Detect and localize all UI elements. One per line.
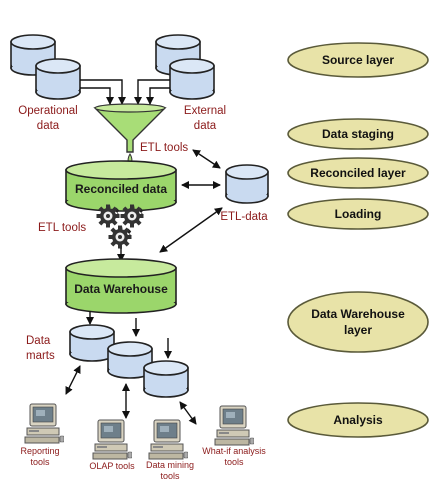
layer-label-source: Source layer <box>322 53 394 67</box>
reporting-tools-label-line2: tools <box>30 457 50 467</box>
layer-pill-source: Source layer <box>287 42 429 78</box>
source-arrows <box>80 79 170 105</box>
operational-data-label-line1: Operational <box>18 105 77 117</box>
olap-tools-label: OLAP tools <box>89 461 135 471</box>
layer-label-analysis: Analysis <box>333 413 383 427</box>
what-if-computer-icon <box>214 405 254 446</box>
layer-label-warehouse-line2: layer <box>344 323 372 337</box>
operational-db-2 <box>35 58 81 100</box>
layer-pill-staging: Data staging <box>287 118 429 150</box>
etl-tools-left-label: ETL tools <box>38 222 86 234</box>
etl-data-label: ETL-data <box>220 211 268 223</box>
data-warehouse-store <box>65 258 177 314</box>
layer-label-reconciled: Reconciled layer <box>310 166 406 180</box>
reporting-tools-label-line1: Reporting <box>20 446 59 456</box>
data-mart-1 <box>69 324 115 362</box>
data-warehouse-label: Data Warehouse <box>74 282 168 296</box>
what-if-tools-label-line2: tools <box>224 457 244 467</box>
layer-pill-analysis: Analysis <box>287 402 429 438</box>
etl-funnel <box>93 103 167 164</box>
layer-label-warehouse-line1: Data Warehouse <box>311 307 405 321</box>
data-mining-tools-label-line2: tools <box>160 471 180 481</box>
etl-data-arrows <box>159 149 223 253</box>
olap-computer-icon <box>92 419 132 460</box>
reconciled-data-label: Reconciled data <box>75 182 167 196</box>
data-mart-2 <box>107 341 153 379</box>
operational-data-label-line2: data <box>37 120 60 132</box>
layer-pill-reconciled: Reconciled layer <box>287 157 429 189</box>
marts-to-tools-arrows <box>65 365 197 425</box>
what-if-tools-label-line1: What-if analysis <box>202 446 266 456</box>
layer-label-staging: Data staging <box>322 127 394 141</box>
data-marts-label-line2: marts <box>26 350 55 362</box>
external-data-label-line2: data <box>194 120 217 132</box>
data-mart-3 <box>143 360 189 398</box>
layer-label-loading: Loading <box>335 207 382 221</box>
external-db-2 <box>169 58 215 100</box>
data-marts-label-line1: Data <box>26 335 51 347</box>
layer-pill-warehouse: Data Warehouse layer <box>287 291 429 353</box>
external-data-label-line1: External <box>184 105 226 117</box>
data-mining-tools-label-line1: Data mining <box>146 460 194 470</box>
layer-pill-loading: Loading <box>287 198 429 230</box>
data-mining-computer-icon <box>148 419 188 460</box>
warehouse-to-marts-arrows <box>86 311 172 359</box>
etl-data-store <box>225 164 269 204</box>
etl-tools-top-label: ETL tools <box>140 142 188 154</box>
reporting-computer-icon <box>24 403 64 444</box>
reconciled-data-store <box>65 160 177 212</box>
